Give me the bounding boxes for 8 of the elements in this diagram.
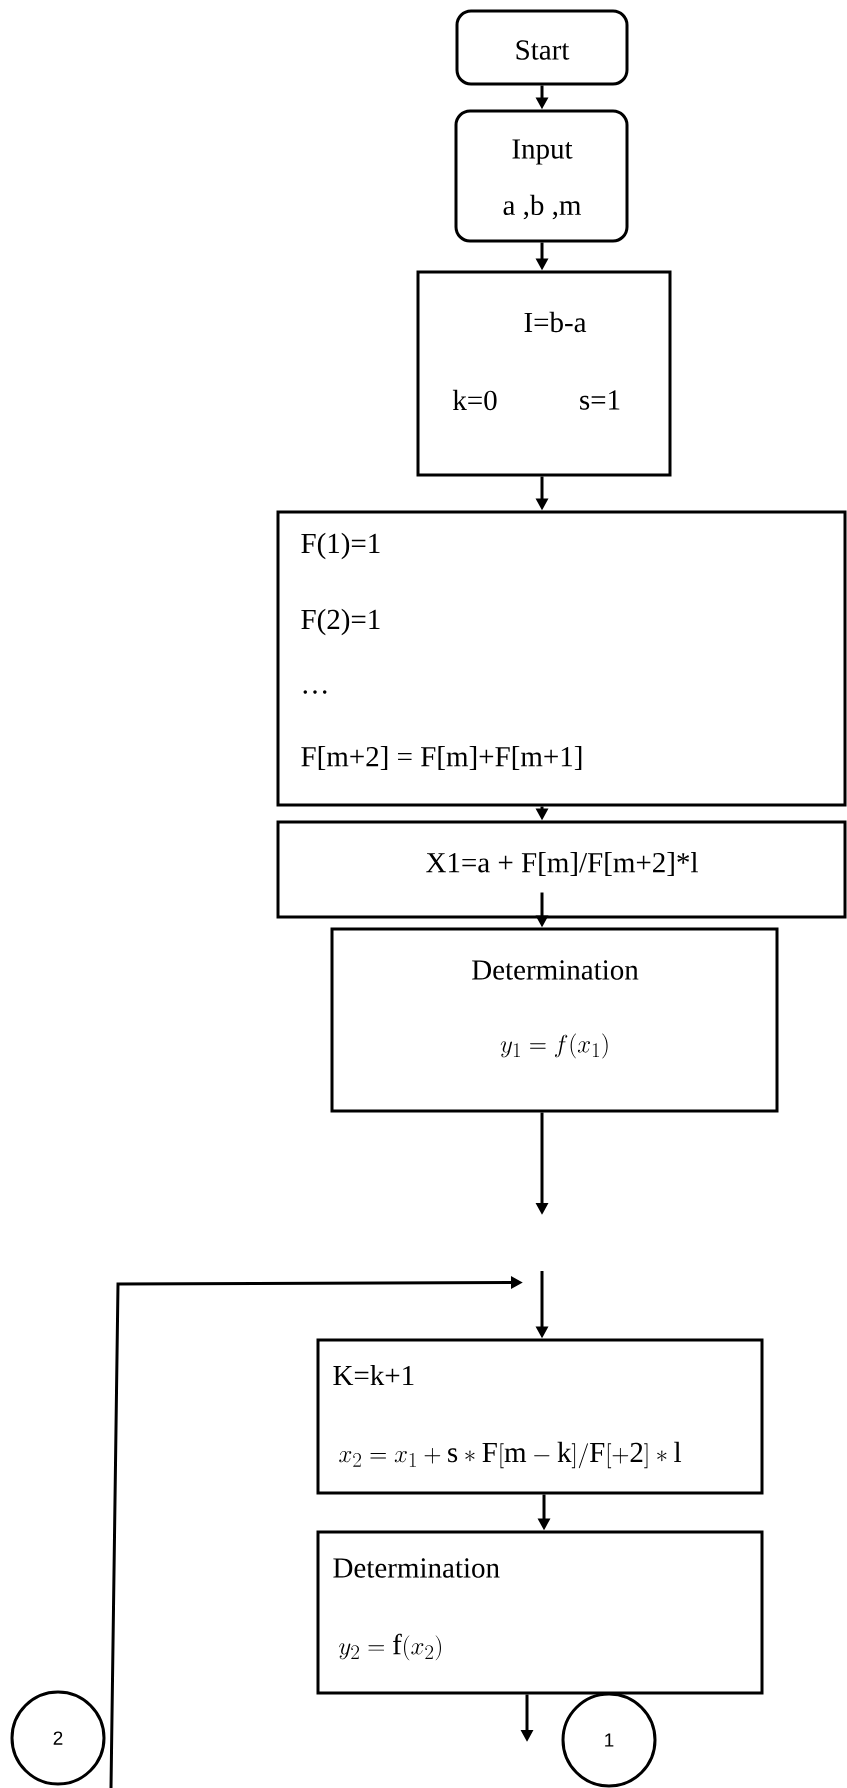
process-box: F(1)=1 F(2)=1 … F[m+2] = F[m]+F[m+1]: [276, 510, 847, 807]
process-box: Determination $y_1=f(x_1)$: [330, 927, 779, 1113]
process-box: Determination $y_2=\mathrm{f}(x_2)$: [316, 1530, 764, 1695]
process-box: X1=a + F[m]/F[m+2]*l: [276, 820, 847, 919]
input-box: Input a ,b ,m: [454, 109, 629, 243]
process-box: K=k+1 $x_2=x_1+\mathrm{s*F[m-k]/F[+2]*l}$: [316, 1338, 764, 1495]
process-box: I=b-a k=0 s=1: [416, 270, 672, 477]
start-terminal: Start: [455, 9, 629, 86]
